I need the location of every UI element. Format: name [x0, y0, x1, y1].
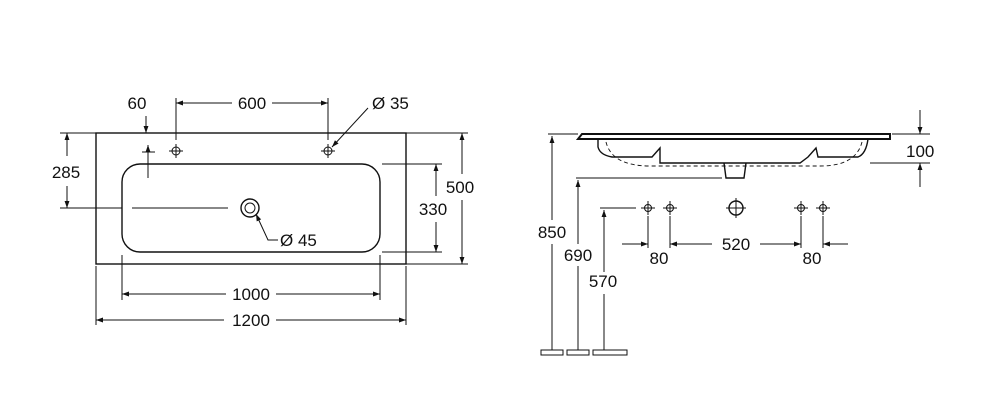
centre-drain-hole	[726, 198, 746, 218]
label-1000: 1000	[232, 285, 270, 304]
label-570: 570	[589, 272, 617, 291]
label-80-left: 80	[650, 249, 669, 268]
basin-top-edge	[575, 133, 891, 140]
floor-marker-850	[540, 349, 564, 356]
bowl-hidden-line	[605, 141, 863, 167]
floor-marker-570	[592, 349, 628, 356]
label-850: 850	[538, 223, 566, 242]
top-view: 600 60 Ø 35 285 500 330 Ø 45	[52, 94, 474, 330]
basin-outline	[95, 132, 407, 265]
label-690: 690	[564, 246, 592, 265]
label-tap-hole-diameter: Ø 35	[372, 94, 409, 113]
side-view: 100 850 690 570	[538, 110, 934, 356]
floor-marker-690	[566, 349, 590, 356]
right-tap-hole	[321, 144, 335, 158]
label-100: 100	[906, 142, 934, 161]
label-80-right: 80	[803, 249, 822, 268]
drain-outlet	[723, 162, 747, 179]
label-600: 600	[238, 94, 266, 113]
label-330: 330	[419, 200, 447, 219]
drain-hole	[240, 198, 260, 218]
basin-body	[597, 138, 869, 164]
label-60: 60	[128, 94, 147, 113]
label-500: 500	[446, 178, 474, 197]
label-drain-diameter: Ø 45	[280, 231, 317, 250]
left-hole-pair	[641, 201, 677, 215]
label-1200: 1200	[232, 311, 270, 330]
right-hole-pair	[794, 201, 830, 215]
label-520: 520	[722, 235, 750, 254]
left-tap-hole	[169, 144, 183, 158]
label-285: 285	[52, 163, 80, 182]
